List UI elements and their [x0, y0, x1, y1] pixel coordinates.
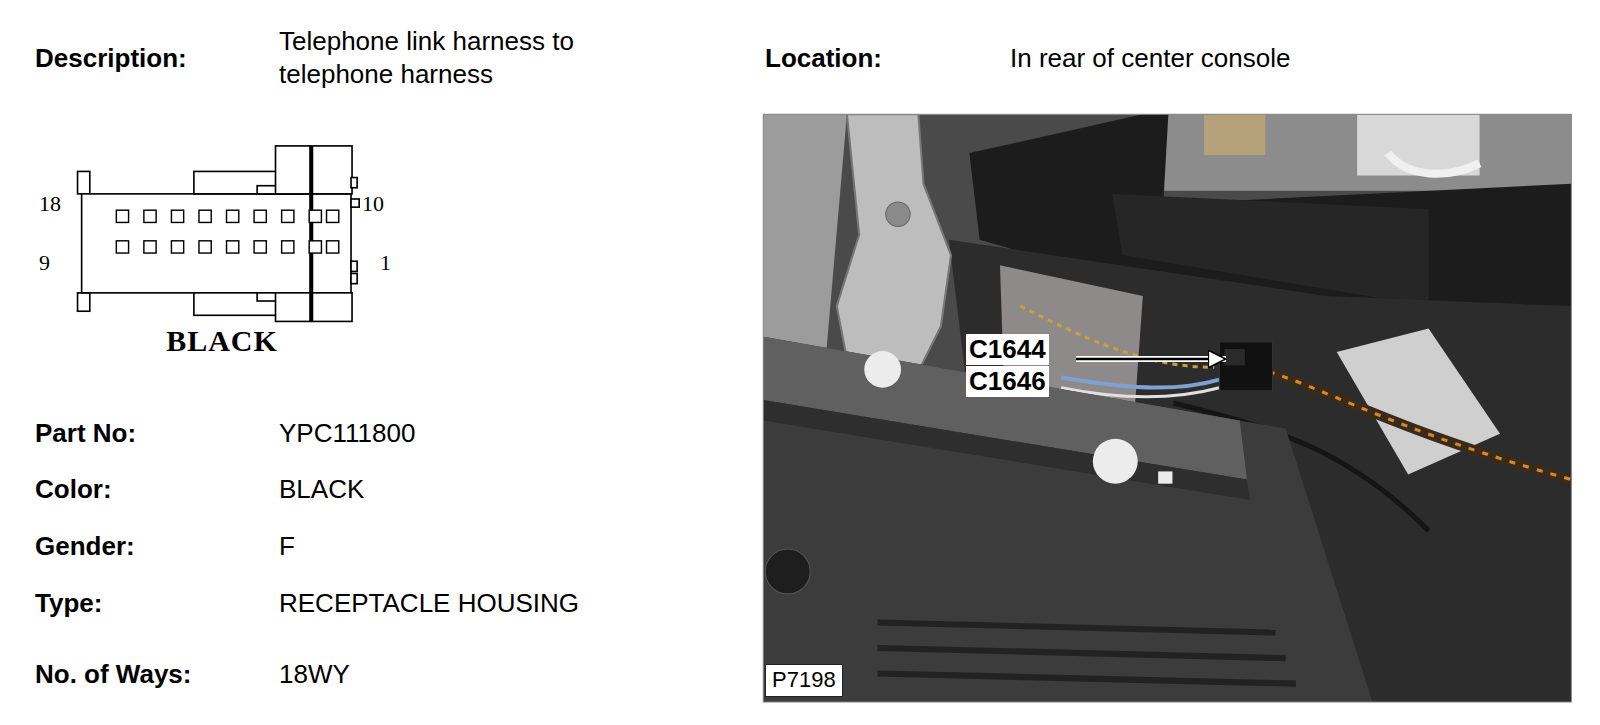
- leader-halo: [1076, 356, 1226, 362]
- field-value: 18WY: [279, 659, 350, 690]
- field-name: Type:: [35, 588, 102, 619]
- field-name: Part No:: [35, 418, 136, 449]
- leader-arrow: [1076, 358, 1224, 361]
- field-name: Location:: [765, 43, 882, 74]
- field-value: RECEPTACLE HOUSING: [279, 588, 579, 619]
- pin-number: 18: [39, 191, 61, 217]
- pin-number: 10: [362, 191, 384, 217]
- field-name: Description:: [35, 43, 187, 74]
- field-name: No. of Ways:: [35, 659, 191, 690]
- photo-number: P7198: [772, 667, 836, 693]
- field-value: In rear of center console: [1010, 43, 1290, 74]
- photo: [763, 114, 1571, 702]
- connector-id: C1646: [966, 366, 1049, 397]
- pin-number: 1: [380, 250, 391, 276]
- connector-face: [78, 146, 360, 322]
- connector-id: C1644: [966, 334, 1049, 365]
- field-name: Gender:: [35, 531, 135, 562]
- field-name: Color:: [35, 474, 112, 505]
- field-value: Telephone link harness to telephone harn…: [279, 25, 639, 91]
- field-value: YPC111800: [279, 418, 415, 449]
- pin-number: 9: [39, 250, 50, 276]
- field-value: BLACK: [279, 474, 364, 505]
- photo-number-box: P7198: [765, 664, 843, 697]
- field-value: F: [279, 531, 295, 562]
- housing-color: BLACK: [142, 323, 302, 359]
